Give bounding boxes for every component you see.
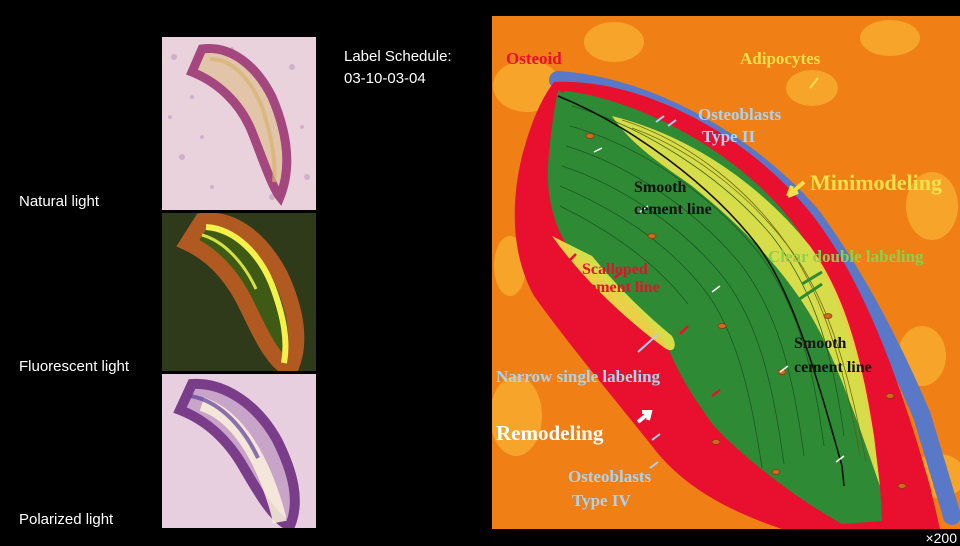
label-schedule-dates: 03-10-03-04 — [344, 68, 452, 90]
osteoblasts-type-iv-label-line1: Osteoblasts — [568, 467, 652, 486]
smooth-cement-line-label-1-line1: Smooth — [634, 179, 687, 196]
magnification-label: ×200 — [925, 530, 957, 546]
label-schedule: Label Schedule: 03-10-03-04 — [344, 46, 452, 90]
label-polarized-light: Polarized light — [19, 511, 113, 528]
osteoblasts-type-ii-label-line2: Type II — [702, 127, 755, 146]
smooth-cement-line-label-2-line1: Smooth — [794, 335, 847, 352]
scalloped-cement-line-label-line2: cement line — [582, 279, 660, 296]
smooth-cement-line-label-1-line2: cement line — [634, 201, 712, 218]
clear-double-labeling-label: Clear double labeling — [768, 247, 924, 266]
osteoblasts-type-iv-label-line2: Type IV — [572, 491, 631, 510]
smooth-cement-line-label-2-line2: cement line — [794, 359, 872, 376]
label-natural-light: Natural light — [19, 193, 99, 210]
fluorescent-light-micrograph — [162, 213, 316, 371]
osteoid-label: Osteoid — [506, 49, 562, 68]
narrow-single-labeling-label: Narrow single labeling — [496, 367, 661, 386]
remodeling-label: Remodeling — [496, 421, 604, 445]
label-schedule-title: Label Schedule: — [344, 46, 452, 68]
adipocytes-label: Adipocytes — [740, 49, 821, 68]
polarized-light-micrograph — [162, 374, 316, 528]
scalloped-cement-line-label-line1: Scalloped — [582, 261, 648, 278]
bone-remodeling-schematic: Osteoid Adipocytes Osteoblasts Type II M… — [492, 16, 960, 529]
natural-light-micrograph — [162, 37, 316, 210]
minimodeling-label: Minimodeling — [810, 170, 942, 195]
osteoblasts-type-ii-label-line1: Osteoblasts — [698, 105, 782, 124]
label-fluorescent-light: Fluorescent light — [19, 358, 129, 375]
